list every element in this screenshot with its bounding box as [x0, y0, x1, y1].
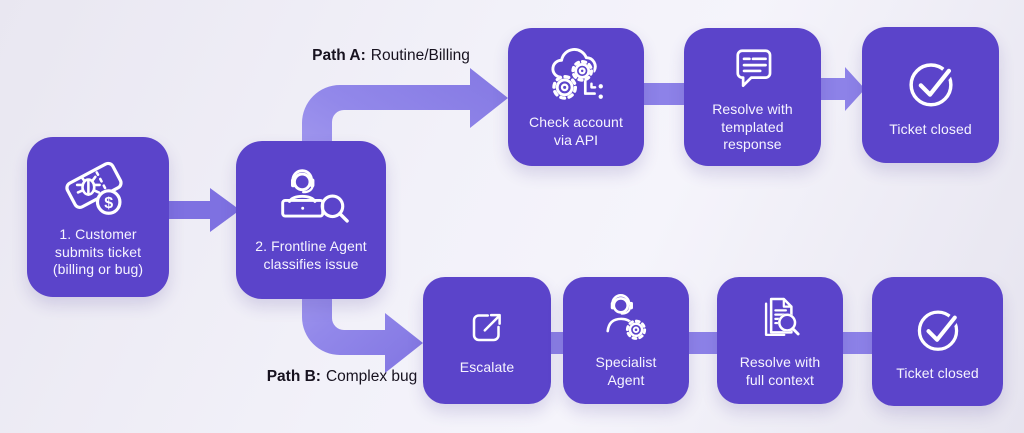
connector-escalate-to-specialist: [547, 332, 567, 354]
cloud-gears-icon: [551, 47, 603, 100]
connector-specialist-to-fullcontext: [685, 332, 721, 354]
node-escalate: Escalate: [423, 277, 551, 404]
node-ticket-closed-path-a: Ticket closed: [862, 27, 999, 163]
path-b-label-text: Complex bug: [325, 368, 418, 385]
dollar-glyph: $: [104, 194, 113, 212]
node-ticket-closed-path-b: Ticket closed: [872, 277, 1003, 406]
document-search-icon: [764, 297, 800, 337]
path-b-label: Path B:Complex bug: [252, 368, 432, 386]
node-label: Specialist Agent: [595, 354, 657, 388]
path-a-label-prefix: Path A:: [312, 47, 366, 64]
node-label: Ticket closed: [889, 120, 972, 137]
connector-fullcontext-to-closed: [839, 332, 876, 354]
node-label: Ticket closed: [896, 365, 979, 382]
path-b-label-prefix: Path B:: [266, 368, 321, 385]
node-check-account-api: Check account via API: [508, 28, 644, 166]
node-resolve-templated-response: Resolve with templated response: [684, 28, 821, 166]
path-a-label-text: Routine/Billing: [370, 47, 470, 64]
node-label: Escalate: [459, 359, 515, 376]
arrow-templated-to-closed: [819, 67, 865, 111]
node-label: Resolve with full context: [739, 354, 821, 388]
node-resolve-full-context: Resolve with full context: [717, 277, 843, 404]
node-label: 1. Customer submits ticket (billing or b…: [52, 225, 144, 278]
path-a-label: Path A:Routine/Billing: [306, 47, 476, 65]
node-frontline-agent: 2. Frontline Agent classifies issue: [236, 141, 386, 299]
node-label: 2. Frontline Agent classifies issue: [255, 238, 367, 272]
path-a-elbow-arrow: [302, 68, 508, 190]
check-circle-icon: [917, 310, 960, 351]
path-b-elbow-arrow: [302, 245, 423, 373]
node-label: Check account via API: [529, 113, 623, 148]
chat-message-icon: [735, 49, 771, 87]
external-arrow-icon: [472, 313, 501, 342]
node-customer-submits-ticket: $ 1. Customer submits ticket (billing or…: [27, 137, 169, 297]
bug-dollar-ticket-icon: $: [65, 161, 123, 215]
node-specialist-agent: Specialist Agent: [563, 277, 689, 404]
agent-gear-icon: [606, 294, 647, 341]
check-circle-icon: [908, 62, 954, 107]
agent-headset-search-icon: [281, 169, 349, 223]
node-label: Resolve with templated response: [712, 100, 793, 153]
arrow-customer-to-frontline: [166, 188, 240, 232]
connector-check-to-templated: [640, 83, 688, 105]
